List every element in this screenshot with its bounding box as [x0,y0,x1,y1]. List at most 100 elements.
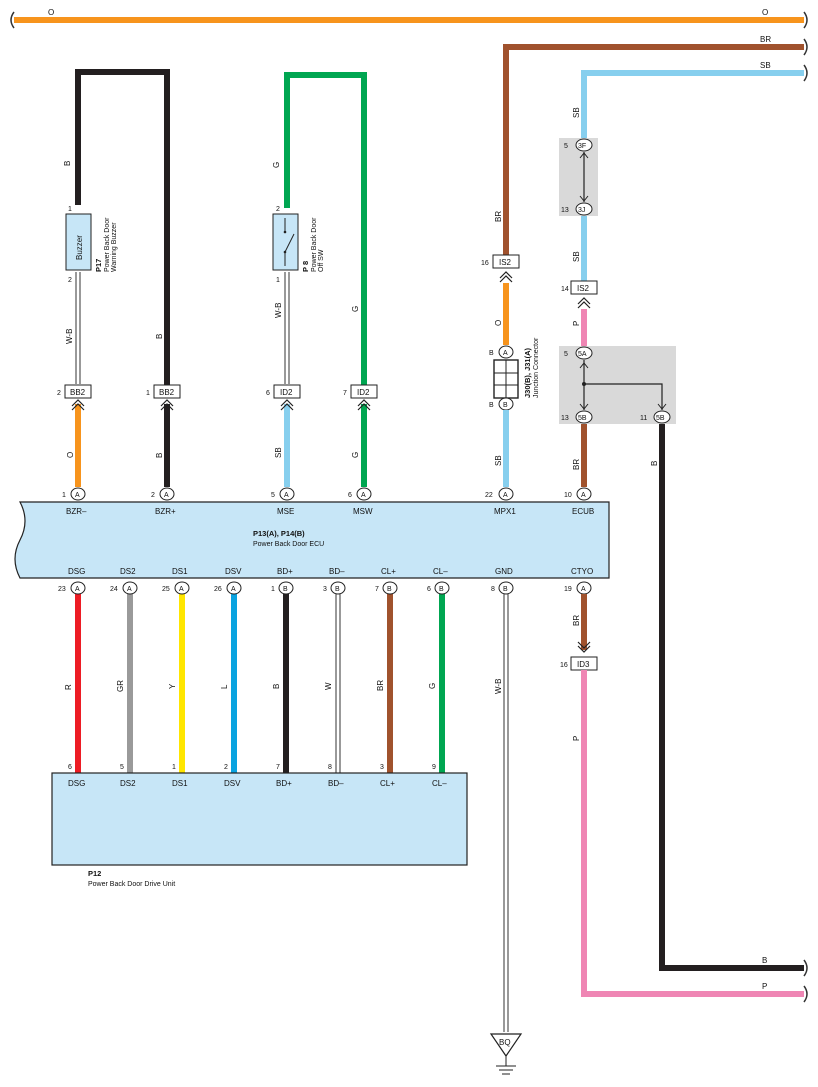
svg-text:8: 8 [491,586,495,593]
drive-label-bd-minus: BD– [328,779,344,788]
svg-text:1: 1 [62,492,66,499]
svg-text:BB2: BB2 [70,388,86,397]
svg-text:3: 3 [380,764,384,771]
junction-block-icon [493,359,519,399]
ecu-top-pin-bzr-minus: 1 A BZR– [62,487,87,516]
is2-pin-14: 14 [561,286,569,293]
ecu-top-pin-mse: 5 A MSE [271,487,295,516]
svg-text:8: 8 [328,764,332,771]
buzzer-pin-bottom: 2 [68,277,72,284]
ecu-bottom-label-dsv: DSV [225,567,242,576]
switch-name-2: Off SW [318,249,325,272]
svg-text:24: 24 [110,586,118,593]
ecu-bottom-label-ctyo: CTYO [571,567,593,576]
wire-label-orange-left: O [48,8,54,17]
gnd-path: W-B BQ [489,594,523,1075]
switch-code: P 8 [301,261,310,272]
svg-text:ID2: ID2 [357,388,370,397]
ecu-bottom-label-ds2: DS2 [120,567,136,576]
switch-pin-top: 2 [276,206,280,213]
svg-text:A: A [503,492,508,499]
ecu-top-pin-ecub: 10 A ECUB [564,487,594,516]
svg-text:6: 6 [68,764,72,771]
svg-text:A: A [361,492,366,499]
svg-text:11: 11 [640,415,647,422]
junction-5b-left-label: 5B [578,415,587,422]
wire-label-bzr-plus: B [155,334,164,339]
svg-text:B: B [503,586,508,593]
drive-unit-name: Power Back Door Drive Unit [88,881,175,888]
svg-text:5: 5 [564,143,568,150]
wire-label-mpx-o: O [494,320,503,326]
wire-label-buzzer-top: B [63,161,72,166]
ctyo-path: BR 16 ID3 P P [560,594,808,1003]
upper-connectors: O B SB G 2 BB2 1 BB2 6 ID2 7 ID2 [57,384,378,487]
svg-text:B: B [335,586,340,593]
svg-text:1: 1 [271,586,275,593]
connector-is2-ecub [570,280,598,295]
buzzer-name-2: Warning Buzzer [111,222,118,272]
junction-circle-bottom: B [503,402,508,409]
wire-label-buzzer-bottom: W-B [65,329,74,344]
svg-text:6: 6 [348,492,352,499]
svg-text:MPX1: MPX1 [494,507,516,516]
ecu-bottom-label-bd-plus: BD+ [277,567,293,576]
svg-text:7: 7 [375,586,379,593]
ecu-bottom-label-gnd: GND [495,567,513,576]
wire-label-ecub-br: BR [572,459,581,470]
wire-label-ecub-sb-mid: SB [572,251,581,262]
svg-text:26: 26 [214,586,222,593]
ecub-path: SB 5 3F 13 3J SB 14 IS2 P 5 5A 13 5B 11 [559,107,808,977]
junction-3j-label: 3J [578,207,585,214]
svg-text:9: 9 [432,764,436,771]
svg-text:19: 19 [564,586,572,593]
svg-text:BZR–: BZR– [66,507,87,516]
drive-label-bd-plus: BD+ [276,779,292,788]
wire-label-gr: GR [116,680,125,692]
wire-label-skyblue: SB [760,61,771,70]
svg-text:ID2: ID2 [280,388,293,397]
buzzer-pin-top: 1 [68,206,72,213]
buzzer-name-1: Power Back Door [104,217,111,272]
svg-text:6: 6 [427,586,431,593]
connector-bb2-a: 2 BB2 [57,384,92,411]
svg-text:1: 1 [172,764,176,771]
wire-label-switch-top: G [272,162,281,168]
mpx1-path: BR 16 IS2 O B A B B J30(B), J31(A) Junct… [481,211,540,487]
svg-text:2: 2 [224,764,228,771]
junction-block-5a-5b [559,346,676,424]
svg-text:A: A [127,586,132,593]
top-brown-wire: BR [503,35,808,258]
wire-label-br: BR [376,680,385,691]
top-orange-wire: O O [10,8,808,29]
ecu-bottom-pin-circles: 23 A 24 A 25 A 26 A 1 B 3 B 7 B 6 B 8 [58,581,592,595]
svg-text:A: A [581,586,586,593]
svg-text:7: 7 [343,390,347,397]
wire-label-branch-b: B [650,461,659,466]
svg-text:3: 3 [323,586,327,593]
svg-text:MSW: MSW [353,507,373,516]
connector-id2-b: 7 ID2 [343,384,378,411]
drive-label-cl-plus: CL+ [380,779,395,788]
connector-is2-mpx [492,254,520,269]
svg-text:A: A [231,586,236,593]
junction-code: J30(B), J31(A) [523,347,532,398]
is2-pin-16: 16 [481,260,489,267]
id3-label: ID3 [577,660,590,669]
wire-label-ecub-sb-top: SB [572,107,581,118]
junction-circle-top: A [503,350,508,357]
junction-name: Junction Connector [533,337,540,398]
wire-label-ctyo-p: P [572,736,581,741]
svg-text:5: 5 [120,764,124,771]
switch-name-1: Power Back Door [311,217,318,272]
svg-text:25: 25 [162,586,170,593]
ecu-bottom-label-dsg: DSG [68,567,85,576]
ecu-bottom-label-ds1: DS1 [172,567,188,576]
wire-label-w: W [324,682,333,690]
wire-label-l: L [220,684,229,689]
wire-label-mpx-br: BR [494,211,503,222]
wire-label-mpx-sb: SB [494,455,503,466]
ecu-top-pin-mpx1: 22 A MPX1 [485,487,516,516]
buzzer-code: P17 [94,259,103,272]
